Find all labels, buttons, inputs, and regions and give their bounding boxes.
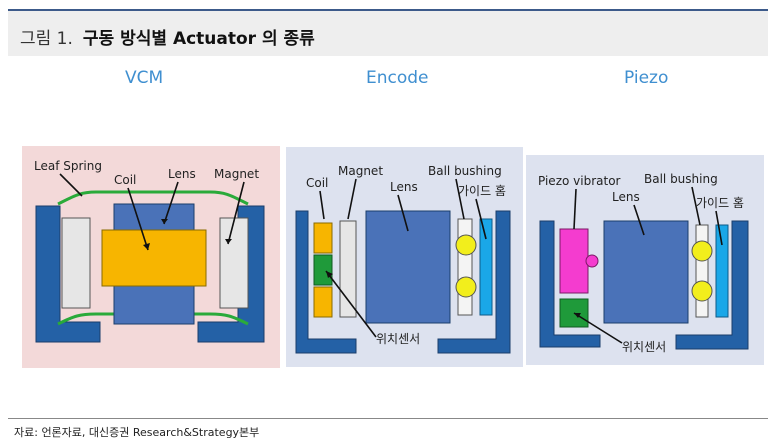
piezo-diagram: Piezo vibrator Lens Ball bushing 가이드 홈 위… [526,155,764,365]
encode-label-magnet: Magnet [338,164,383,178]
encode-arrow-magnet [347,178,357,220]
encode-label-ball-bushing: Ball bushing [428,164,502,178]
figure-title-text: 구동 방식별 Actuator 의 종류 [82,29,315,49]
top-rule [8,9,768,11]
piezo-label-lens: Lens [612,190,640,204]
vcm-leaf-spring-top [57,190,249,206]
encode-lens [365,210,451,324]
encode-label-guide-groove: 가이드 홈 [458,184,506,198]
vcm-arrowhead-magnet [225,239,232,244]
heading-piezo: Piezo [624,68,669,88]
encode-guide-groove [479,218,493,316]
piezo-lens [603,220,689,324]
piezo-guide-groove [715,224,729,318]
encode-label-coil: Coil [306,176,328,190]
encode-ball-bottom [455,276,477,298]
encode-arrow-guide-groove [475,198,487,240]
piezo-arrow-sensor [573,312,623,344]
vcm-magnet-right [219,217,249,309]
vcm-label-lens: Lens [168,167,196,181]
vcm-arrow-magnet [227,181,245,245]
vcm-arrow-coil [127,187,149,251]
figure-number: 그림 1. [20,29,73,49]
piezo-arrowhead-sensor [574,313,581,318]
encode-coil-bottom [313,286,333,318]
heading-vcm: VCM [125,68,164,88]
encode-magnet [339,220,357,318]
encode-left-frame [295,210,357,354]
piezo-arrow-guide-groove [715,210,723,246]
encode-position-sensor [313,254,333,286]
piezo-arrow-vibrator [573,188,577,230]
piezo-label-position-sensor: 위치센서 [622,340,666,354]
encode-arrow-coil [319,190,325,220]
vcm-left-frame [35,205,101,343]
encode-coil-top [313,222,333,254]
piezo-label-vibrator: Piezo vibrator [538,174,621,188]
piezo-label-guide-groove: 가이드 홈 [696,196,744,210]
figure-title: 그림 1. 구동 방식별 Actuator 의 종류 [20,24,315,49]
encode-ball-top [455,234,477,256]
vcm-arrowhead-coil [143,243,150,250]
encode-label-position-sensor: 위치센서 [376,332,420,346]
vcm-label-coil: Coil [114,173,136,187]
bottom-rule [8,418,768,419]
source-note: 자료: 언론자료, 대신증권 Research&Strategy본부 [14,426,260,439]
vcm-coil [101,229,207,287]
vcm-arrow-spring [59,173,83,197]
vcm-arrow-lens [163,181,179,225]
vcm-label-leaf-spring: Leaf Spring [34,159,102,173]
encode-diagram: Coil Magnet Lens Ball bushing 가이드 홈 위치센서 [286,147,523,367]
piezo-vibrator [559,228,589,294]
encode-label-lens: Lens [390,180,418,194]
vcm-magnet-left [61,217,91,309]
piezo-arrow-lens [633,204,645,236]
encode-right-frame [437,210,511,354]
piezo-left-frame [539,220,601,348]
vcm-label-magnet: Magnet [214,167,259,181]
encode-arrow-sensor [325,270,377,338]
vcm-arrowhead-lens [161,219,168,224]
vcm-diagram: Leaf Spring Coil Lens Magnet [22,146,280,368]
piezo-label-ball-bushing: Ball bushing [644,172,718,186]
encode-arrowhead-sensor [326,271,333,278]
piezo-ball-bushing-rail [695,224,709,318]
piezo-right-frame [675,220,749,350]
piezo-arrow-ball-bushing [691,186,701,226]
piezo-vibrator-tip [585,254,599,268]
encode-arrow-lens [397,194,409,232]
title-bar: 그림 1. 구동 방식별 Actuator 의 종류 [8,11,768,56]
piezo-ball-top [691,240,713,262]
encode-arrow-ball-bushing [455,178,465,220]
heading-encode: Encode [366,68,429,88]
piezo-ball-bottom [691,280,713,302]
encode-ball-bushing-rail [457,218,473,316]
